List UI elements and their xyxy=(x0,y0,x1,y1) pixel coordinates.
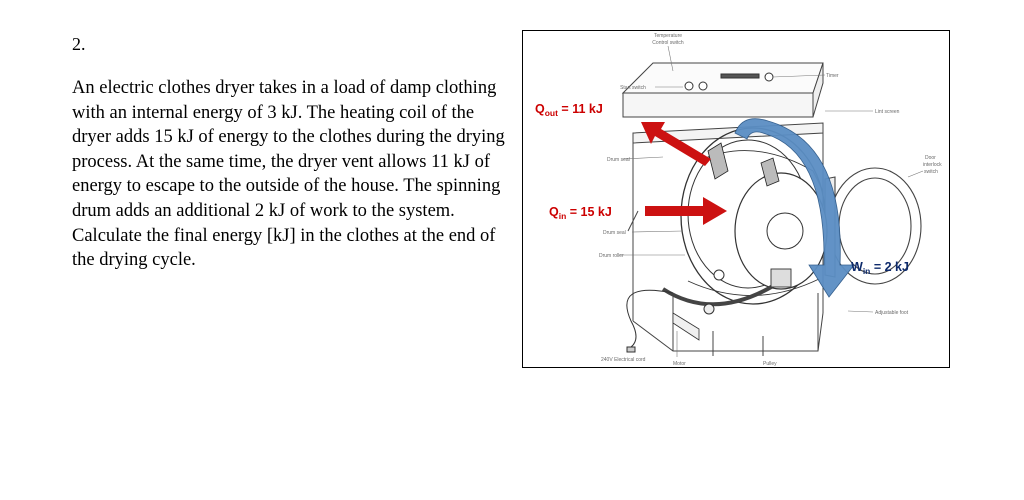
electrical-cord xyxy=(626,289,674,353)
label-timer: Timer xyxy=(826,73,839,79)
belt-and-motor xyxy=(661,268,792,341)
q-in-value: = 15 kJ xyxy=(566,205,612,219)
label-door-interlock-2: interlock xyxy=(923,162,942,168)
label-electrical-cord: 240V Electrical cord xyxy=(601,357,646,363)
w-in-subscript: in xyxy=(863,266,871,276)
q-out-arrow xyxy=(641,122,711,166)
w-in-symbol: W xyxy=(851,260,863,274)
label-door-interlock-3: switch xyxy=(924,169,938,175)
label-temperature-control-1: Temperature xyxy=(654,33,682,39)
q-in-subscript: in xyxy=(559,211,567,221)
dryer-figure: Temperature Control switch Start switch … xyxy=(522,30,950,368)
label-temperature-control-2: Control switch xyxy=(652,40,684,46)
q-out-symbol: Q xyxy=(535,102,545,116)
label-door-interlock-1: Door xyxy=(925,155,936,161)
question-number: 2. xyxy=(72,34,86,54)
drum-baffles xyxy=(707,142,780,187)
w-in-value: = 2 kJ xyxy=(870,260,909,274)
q-out-label: Qout = 11 kJ xyxy=(535,102,603,118)
label-drum-seal-2: Drum seal xyxy=(603,230,626,236)
q-in-symbol: Q xyxy=(549,205,559,219)
problem-statement: An electric clothes dryer takes in a loa… xyxy=(72,78,505,271)
label-drum-seal-1: Drum seal xyxy=(607,157,630,163)
label-lint-screen: Lint screen xyxy=(875,109,900,115)
q-in-arrow xyxy=(645,197,727,225)
q-in-label: Qin = 15 kJ xyxy=(549,205,612,221)
w-in-arrow xyxy=(734,118,855,298)
part-leader-lines xyxy=(619,45,924,357)
part-labels: Temperature Control switch Start switch … xyxy=(599,33,942,367)
q-out-value: = 11 kJ xyxy=(558,102,603,116)
label-motor: Motor xyxy=(673,361,686,367)
w-in-label: Win = 2 kJ xyxy=(851,260,909,276)
label-pulley: Pulley xyxy=(763,361,777,367)
dryer-diagram: Temperature Control switch Start switch … xyxy=(535,33,942,367)
label-drum-roller: Drum roller xyxy=(599,253,624,259)
q-out-subscript: out xyxy=(545,108,558,118)
control-knobs xyxy=(684,72,774,91)
label-start-switch: Start switch xyxy=(620,85,646,91)
label-adjustable-foot: Adjustable foot xyxy=(875,310,909,316)
